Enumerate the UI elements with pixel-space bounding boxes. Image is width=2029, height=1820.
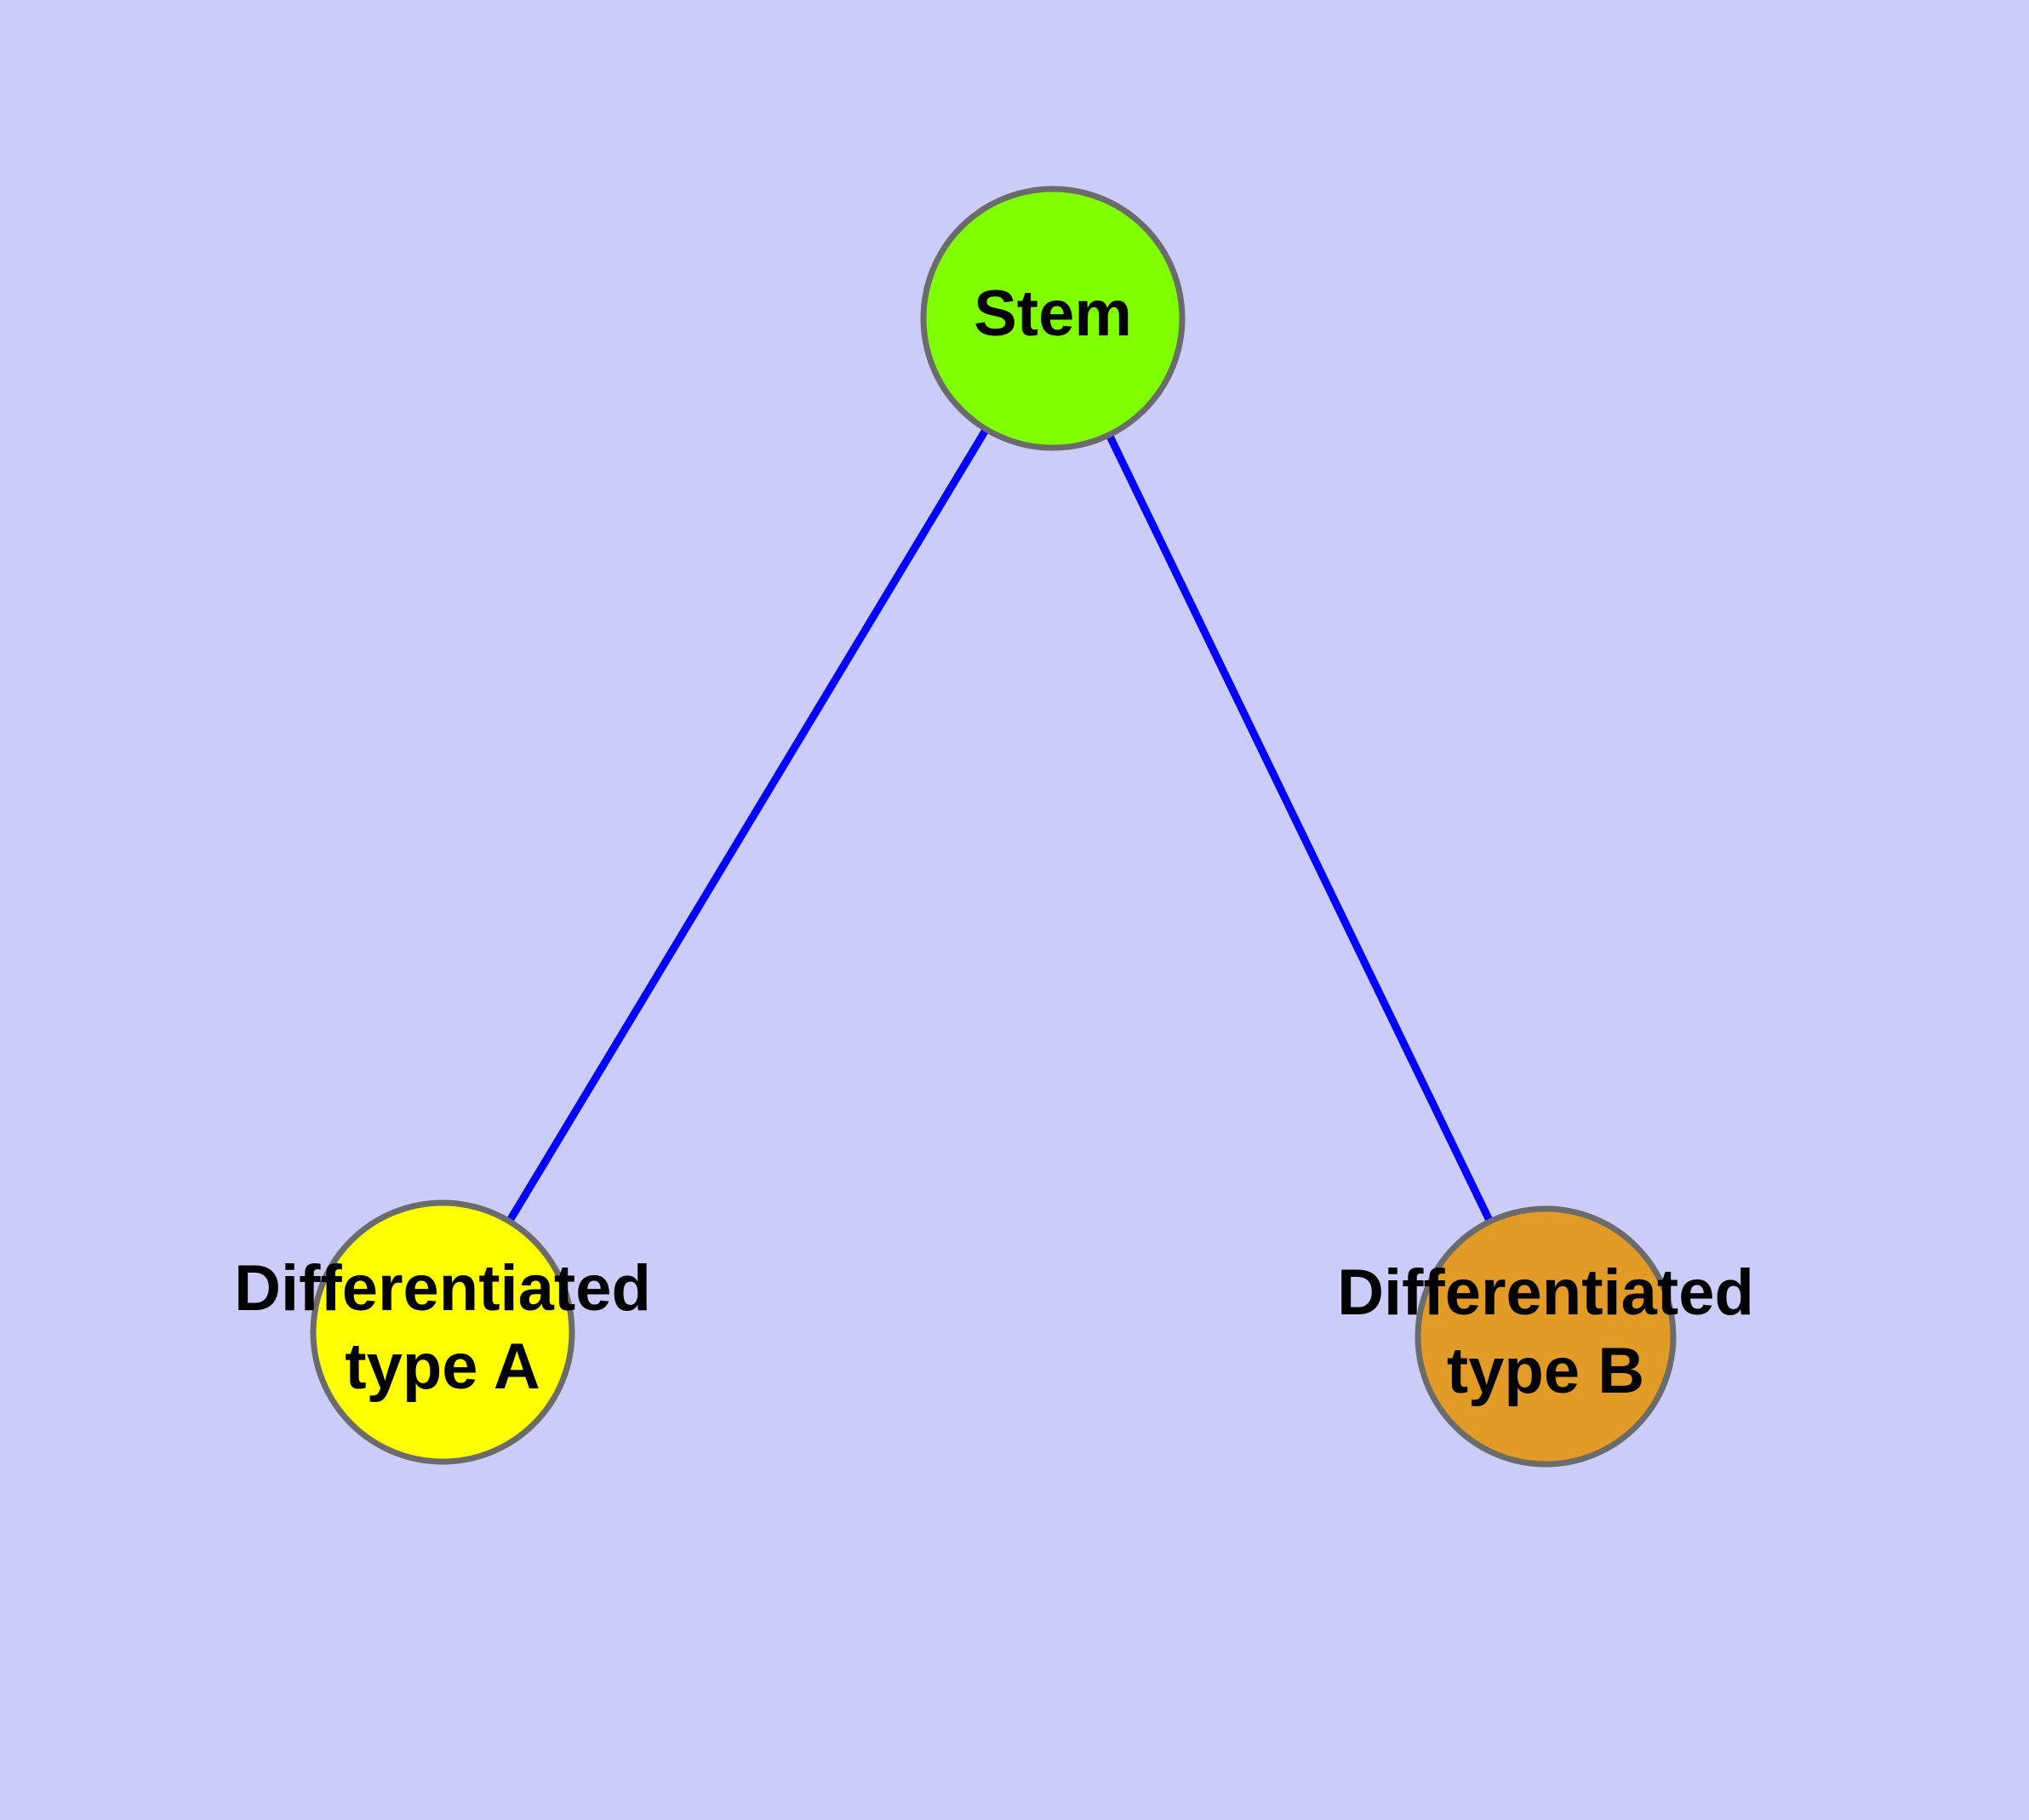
edge-stem-to-differentiated-type-b[interactable] xyxy=(1049,317,1550,1338)
label-line: Differentiated xyxy=(234,1252,651,1325)
node-differentiated-type-b[interactable] xyxy=(1415,1205,1677,1468)
node-stem-circle[interactable] xyxy=(920,186,1186,451)
node-differentiated-type-a-circle[interactable] xyxy=(310,1199,575,1465)
label-line: type A xyxy=(345,1331,540,1403)
node-stem-label: Stem xyxy=(974,278,1132,350)
label-line: Stem xyxy=(974,278,1132,350)
edge-layer xyxy=(439,316,1550,1338)
node-differentiated-type-b-circle[interactable] xyxy=(1415,1205,1677,1468)
node-layer xyxy=(310,186,1677,1468)
label-line: type B xyxy=(1447,1335,1644,1407)
node-differentiated-type-a[interactable] xyxy=(310,1199,575,1465)
edge-stem-to-differentiated-type-a[interactable] xyxy=(439,316,1056,1335)
label-line: Differentiated xyxy=(1337,1256,1754,1329)
node-stem[interactable] xyxy=(920,186,1186,451)
